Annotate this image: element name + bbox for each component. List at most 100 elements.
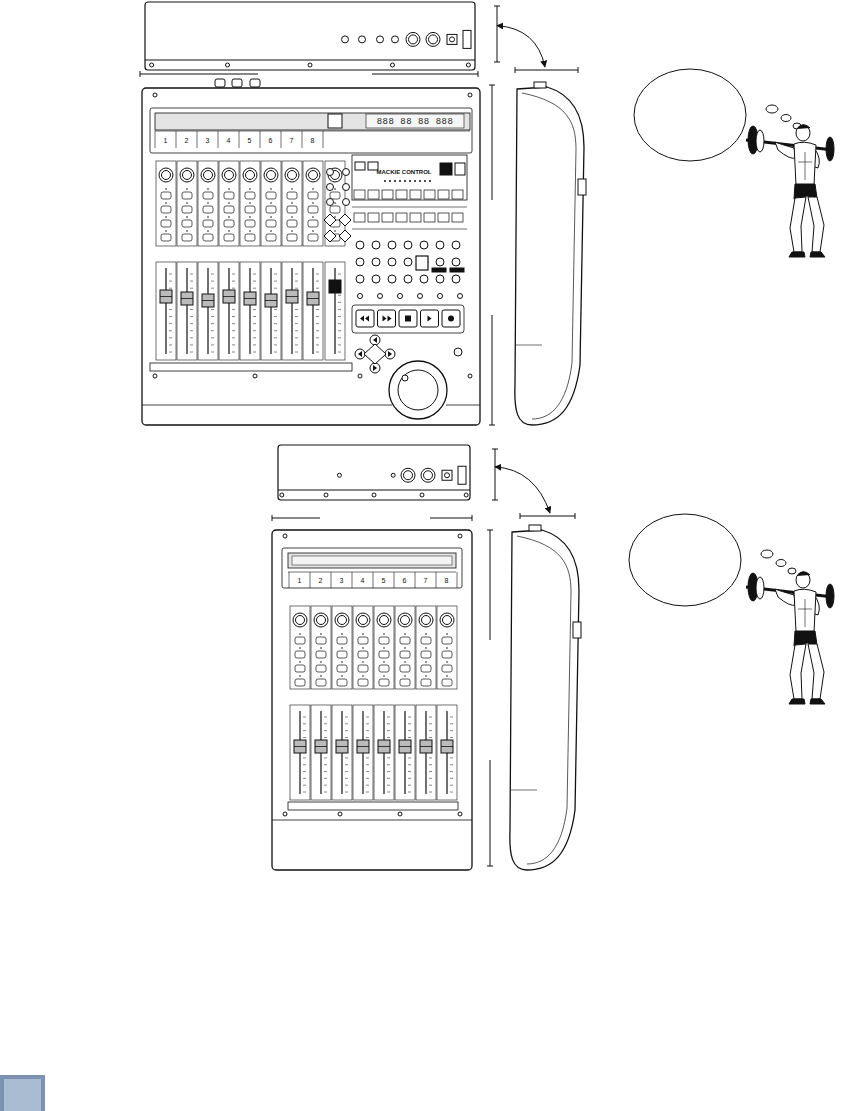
- timecode-display: [366, 114, 464, 128]
- channel-button: [203, 192, 213, 199]
- channel-button: [379, 665, 389, 672]
- dimension-line: [492, 315, 493, 425]
- jack: [377, 36, 384, 43]
- function-button: [396, 190, 407, 199]
- v-pot-cap: [401, 616, 410, 625]
- fader-cap: [244, 292, 256, 305]
- dimension-line: [272, 518, 320, 519]
- housing-edge: [142, 405, 392, 406]
- v-pot-cap: [204, 171, 213, 180]
- button-led: [334, 230, 336, 232]
- fader-scale-tick: [408, 717, 411, 718]
- channel-button: [203, 206, 213, 213]
- fader-scale-tick: [190, 288, 193, 289]
- fader-scale-tick: [316, 288, 319, 289]
- control-button: [372, 241, 380, 249]
- fader-scale-tick: [450, 778, 453, 779]
- channel-strip: [332, 606, 352, 689]
- fader-section: [353, 705, 373, 800]
- channel-strip: [177, 161, 197, 246]
- fader-track: [249, 268, 250, 354]
- fader-scale-tick: [253, 330, 256, 331]
- fader-scale-tick: [450, 771, 453, 772]
- foot: [789, 252, 805, 257]
- tilt-arc: [495, 467, 550, 513]
- foot: [789, 699, 805, 704]
- fader-scale-tick: [190, 330, 193, 331]
- channel-button: [203, 234, 213, 241]
- button-led: [362, 647, 364, 649]
- dimension-tick: [515, 67, 516, 73]
- timecode-readout: 888 88 88 888: [377, 117, 454, 126]
- arm: [775, 589, 796, 605]
- button-led: [186, 216, 188, 218]
- fader-scale-tick: [324, 792, 327, 793]
- fader-scale-tick: [429, 764, 432, 765]
- button-led: [404, 647, 406, 649]
- smpte-button: [328, 114, 342, 128]
- button-led: [291, 188, 293, 190]
- fader-scale-tick: [387, 771, 390, 772]
- control-button: [404, 258, 412, 266]
- fader-scale-tick: [190, 316, 193, 317]
- button-led: [299, 647, 301, 649]
- assign-button: [343, 169, 350, 176]
- fader-scale-tick: [295, 337, 298, 338]
- small-button: [358, 294, 363, 299]
- fader-cap-line: [294, 746, 306, 747]
- fader-scale-tick: [211, 309, 214, 310]
- fader-scale-tick: [408, 737, 411, 738]
- screw: [398, 812, 402, 816]
- button-led: [249, 202, 251, 204]
- button-led: [341, 633, 343, 635]
- side-inner-line: [517, 536, 571, 864]
- fader-scale-tick: [274, 323, 277, 324]
- display-bezel: [282, 548, 462, 588]
- fader-scale-tick: [190, 352, 193, 353]
- channel-button: [330, 192, 340, 199]
- button-led: [383, 661, 385, 663]
- fader-cap-line: [181, 298, 193, 299]
- channel-number: 1: [164, 137, 168, 144]
- channel-button: [379, 679, 389, 686]
- channel-button: [287, 192, 297, 199]
- fader-scale-tick: [316, 330, 319, 331]
- cursor-arrow: [358, 351, 362, 357]
- fader-scale-tick: [408, 723, 411, 724]
- fader-scale-tick: [295, 344, 298, 345]
- fader-scale-tick: [345, 778, 348, 779]
- fader-scale-tick: [190, 281, 193, 282]
- channel-button: [224, 234, 234, 241]
- fader-scale-tick: [366, 792, 369, 793]
- fader-scale-tick: [274, 309, 277, 310]
- bubble-dot: [776, 560, 786, 567]
- function-button: [396, 213, 407, 222]
- brand-label: MACKIE CONTROL: [377, 169, 432, 175]
- v-pot: [180, 168, 194, 182]
- button-led: [383, 675, 385, 677]
- function-button: [452, 213, 463, 222]
- fader-scale-tick: [338, 337, 341, 338]
- fader-cap: [160, 290, 172, 303]
- fader-scale-tick: [211, 281, 214, 282]
- channel-button: [203, 220, 213, 227]
- assign-button: [327, 199, 334, 206]
- channel-button: [287, 220, 297, 227]
- fader-section: [395, 705, 415, 800]
- fader-scale-tick: [253, 323, 256, 324]
- dimension-tick: [575, 513, 576, 519]
- fader-cap-line: [265, 300, 277, 301]
- fader-section: [325, 262, 345, 360]
- channel-button: [245, 220, 255, 227]
- channel-button: [442, 679, 452, 686]
- strongman-figure: [746, 125, 834, 257]
- button-led: [186, 188, 188, 190]
- top-jacks: [215, 79, 260, 87]
- v-pot-cap: [267, 171, 276, 180]
- scribble-strip: [288, 802, 458, 810]
- extender-top-view: [272, 530, 472, 870]
- section-line: [352, 229, 467, 230]
- fader-scale-tick: [324, 717, 327, 718]
- fader-scale-tick: [338, 309, 341, 310]
- fader-scale-tick: [316, 281, 319, 282]
